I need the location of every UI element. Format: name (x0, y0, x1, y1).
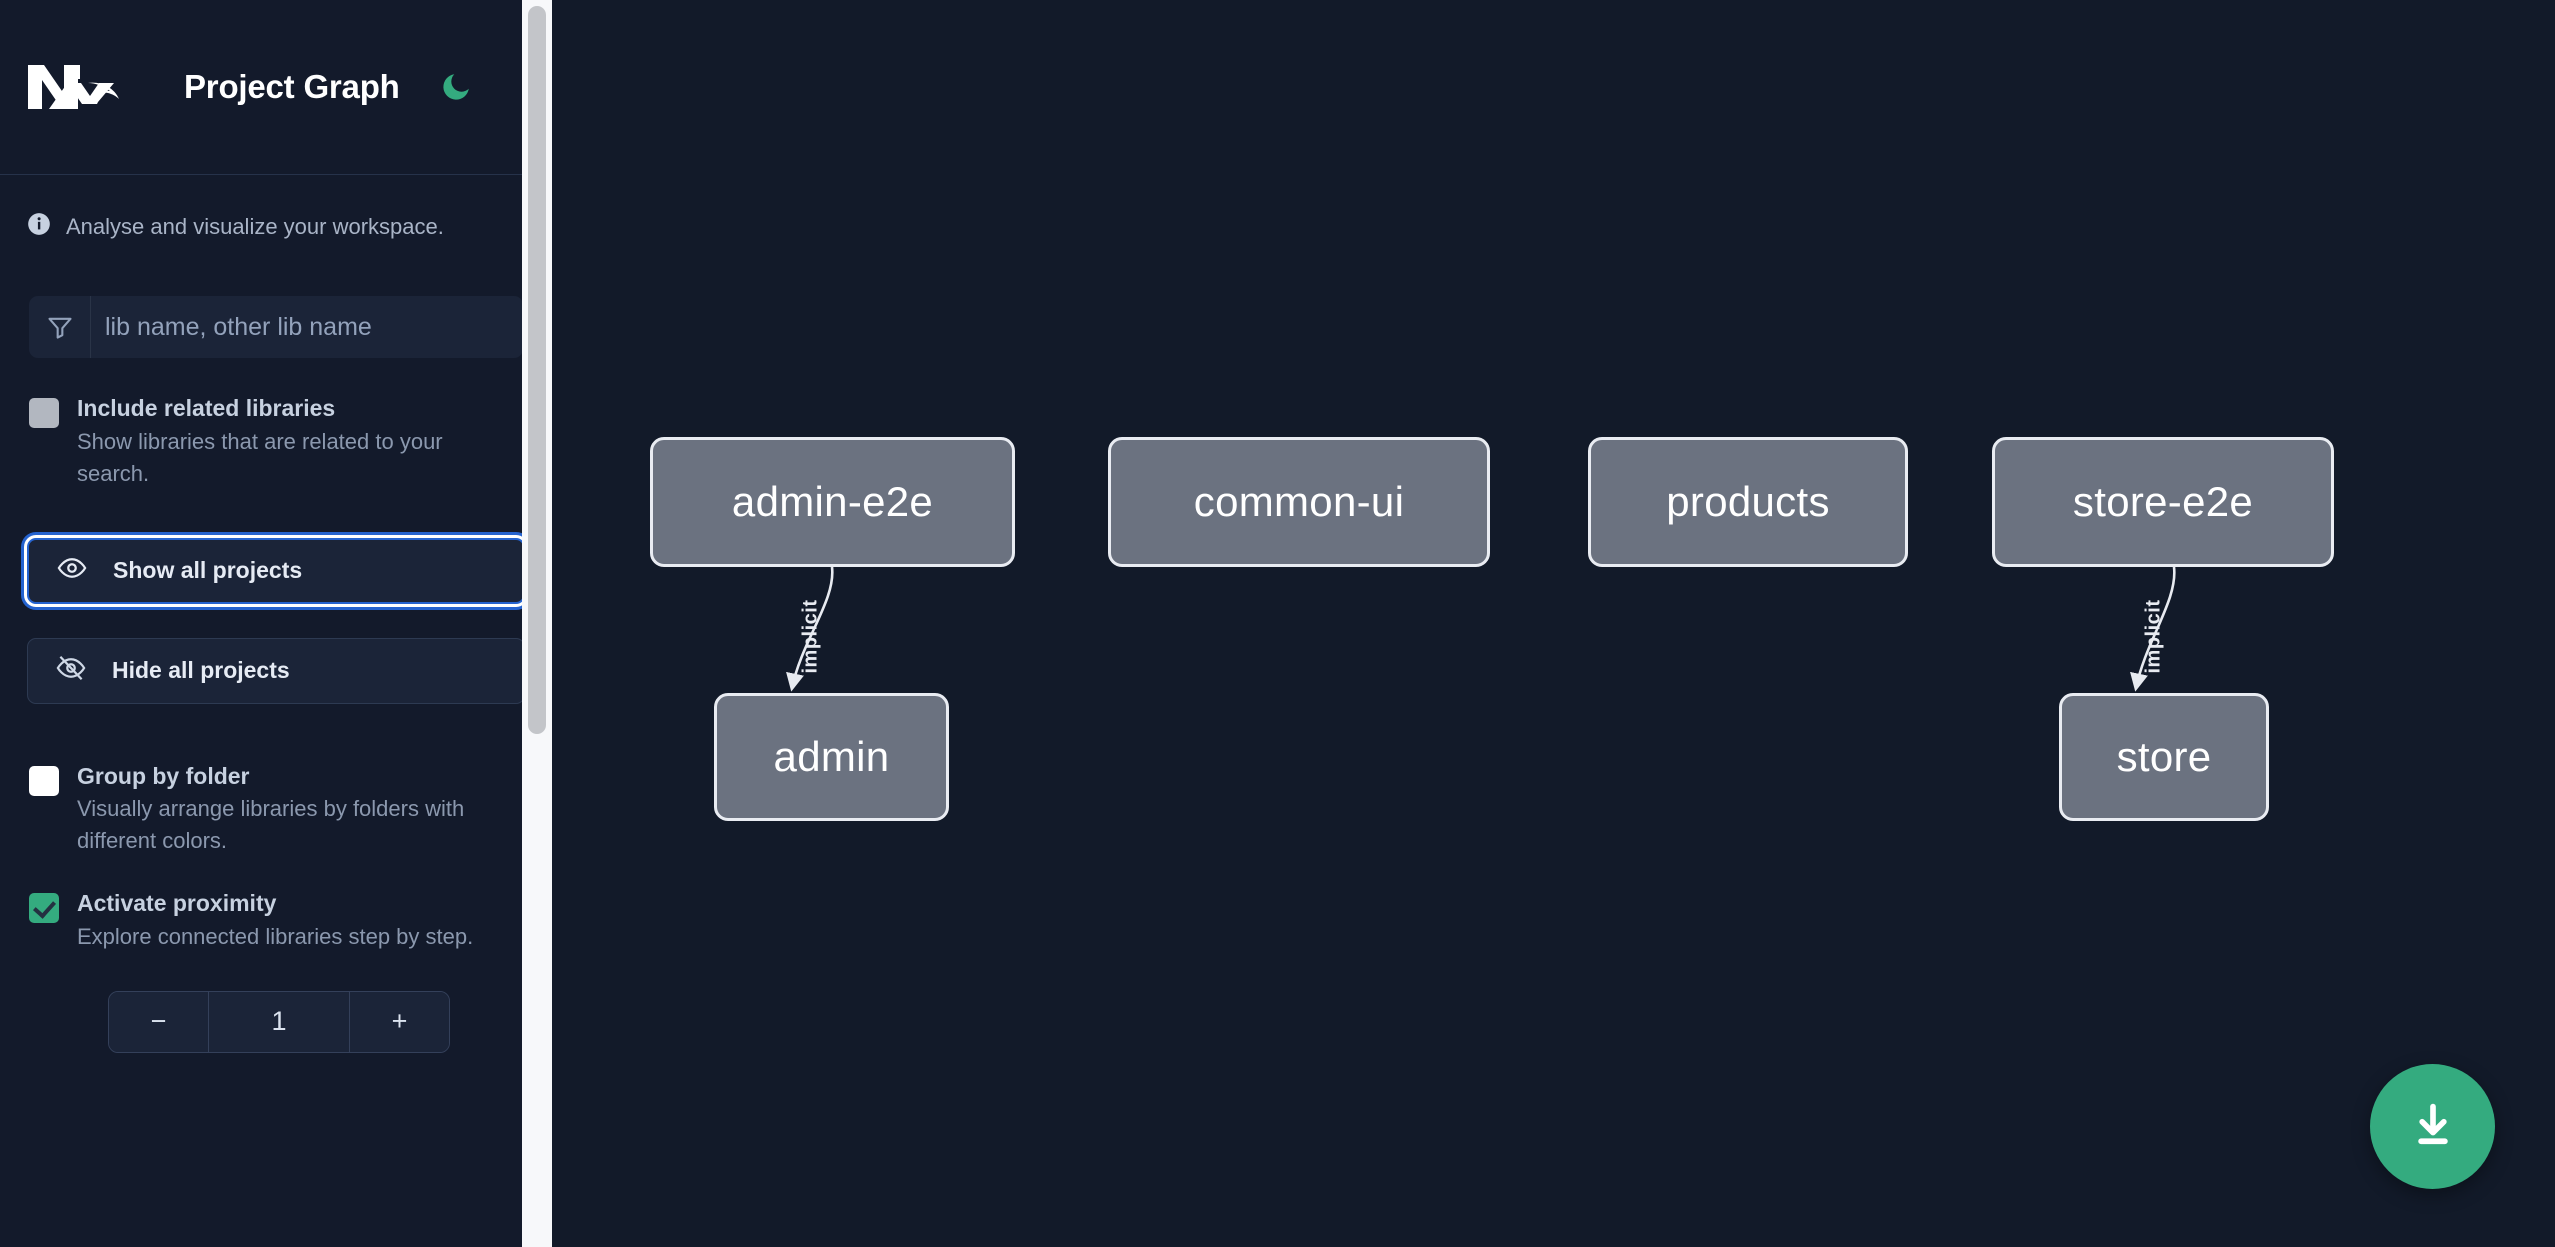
option-include-related-libraries[interactable]: Include related libraries Show libraries… (0, 394, 552, 490)
graph-node-admin-e2e[interactable]: admin-e2e (650, 437, 1015, 567)
include-related-libraries-desc: Show libraries that are related to your … (77, 428, 443, 486)
option-group-by-folder[interactable]: Group by folder Visually arrange librari… (0, 762, 552, 858)
graph-node-store-e2e[interactable]: store-e2e (1992, 437, 2334, 567)
graph-edges (786, 566, 2176, 692)
graph-node-products[interactable]: products (1588, 437, 1908, 567)
include-related-libraries-label: Include related libraries (77, 395, 336, 421)
graph-node-label: admin-e2e (731, 478, 934, 525)
filter-icon (29, 296, 91, 358)
page-title: Project Graph (184, 68, 400, 105)
graph-node-label: store (2116, 733, 2212, 780)
graph-node-admin[interactable]: admin (714, 693, 949, 821)
workspace-note: Analyse and visualize your workspace. (0, 175, 552, 242)
search-field[interactable] (29, 296, 523, 358)
hide-all-projects-button[interactable]: Hide all projects (27, 637, 525, 704)
graph-node-store[interactable]: store (2059, 693, 2269, 821)
sidebar-scrollbar[interactable] (522, 0, 552, 1247)
activate-proximity-desc: Explore connected libraries step by step… (77, 923, 474, 949)
graph-node-common-ui[interactable]: common-ui (1108, 437, 1490, 567)
graph-node-label: products (1666, 478, 1830, 525)
eye-icon (57, 553, 87, 589)
graph-node-label: admin (773, 733, 890, 780)
download-icon (2407, 1099, 2459, 1154)
group-by-folder-label: Group by folder (77, 762, 250, 789)
proximity-stepper: − 1 + (108, 990, 450, 1053)
graph-edge-label-store-implicit: implicit (2142, 599, 2165, 674)
nx-logo-icon (26, 61, 122, 113)
group-by-folder-checkbox[interactable] (29, 765, 59, 796)
group-by-folder-desc: Visually arrange libraries by folders wi… (77, 796, 465, 854)
download-graph-button[interactable] (2370, 1064, 2495, 1189)
sidebar: Project Graph Analyse and visualize your… (0, 0, 552, 1247)
graph-node-label: store-e2e (2072, 478, 2254, 525)
graph-edge-label-admin-implicit: implicit (799, 599, 822, 674)
visibility-buttons: Show all projects Hide all projects (0, 537, 552, 704)
search-input[interactable] (91, 296, 523, 358)
eye-off-icon (56, 653, 86, 689)
sidebar-header: Project Graph (0, 0, 552, 175)
show-all-projects-button[interactable]: Show all projects (27, 537, 525, 604)
show-all-projects-label: Show all projects (113, 557, 303, 584)
include-related-libraries-checkbox[interactable] (29, 398, 59, 428)
info-icon (26, 211, 52, 242)
activate-proximity-checkbox[interactable] (29, 893, 59, 924)
proximity-decrement-button[interactable]: − (109, 991, 208, 1052)
proximity-value: 1 (208, 991, 350, 1052)
option-activate-proximity[interactable]: Activate proximity Explore connected lib… (0, 889, 552, 953)
proximity-increment-button[interactable]: + (350, 991, 449, 1052)
moon-icon[interactable] (436, 67, 476, 107)
activate-proximity-label: Activate proximity (77, 890, 277, 917)
workspace-note-text: Analyse and visualize your workspace. (66, 213, 444, 239)
hide-all-projects-label: Hide all projects (112, 657, 290, 684)
sidebar-scrollbar-thumb[interactable] (528, 6, 546, 734)
graph-node-label: common-ui (1193, 478, 1405, 525)
graph-canvas[interactable]: admin-e2e common-ui products store-e2e a… (552, 0, 2555, 1247)
